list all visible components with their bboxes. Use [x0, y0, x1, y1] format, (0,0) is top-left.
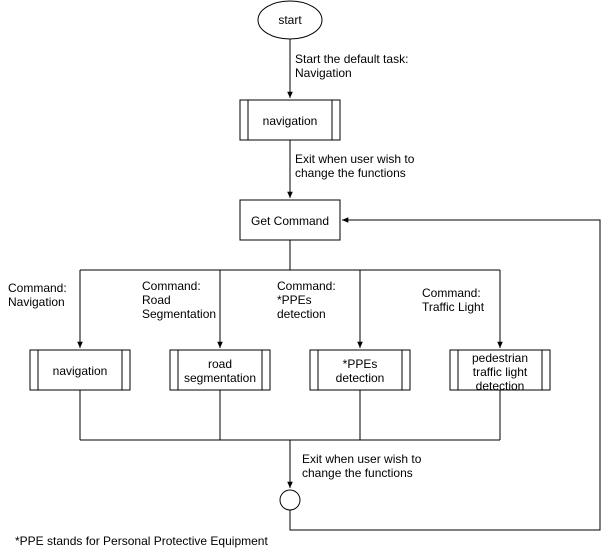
cmd-navigation-line2: Navigation [8, 295, 65, 309]
road-segmentation-node: road segmentation [169, 349, 271, 391]
road-segmentation-label-line2: segmentation [184, 371, 256, 385]
pedestrian-detection-label-line1: pedestrian [472, 351, 528, 365]
cmd-road-line1: Command: [142, 279, 201, 293]
junction-node [279, 489, 301, 511]
edge-label-exit-bottom-line1: Exit when user wish to [302, 452, 422, 466]
pedestrian-detection-node: pedestrian traffic light detection [449, 349, 551, 393]
cmd-ppes-line2: *PPEs [277, 293, 312, 307]
edge-label-exit-top-line2: change the functions [295, 166, 406, 180]
start-label: start [278, 13, 302, 27]
cmd-navigation-line1: Command: [8, 281, 67, 295]
start-node: start [257, 0, 323, 40]
cmd-traffic-line2: Traffic Light [422, 300, 485, 314]
get-command-label: Get Command [251, 214, 329, 228]
road-segmentation-label-line1: road [208, 357, 232, 371]
navigation-label: navigation [53, 364, 108, 378]
cmd-road-line3: Segmentation [142, 307, 216, 321]
edge-loop-back-to-get-command [289, 217, 601, 531]
pedestrian-detection-label-line2: traffic light [473, 365, 528, 379]
get-command-node: Get Command [239, 199, 341, 241]
navigation-top-label: navigation [263, 114, 318, 128]
navigation-top-node: navigation [239, 99, 341, 141]
edge-label-exit-bottom-line2: change the functions [302, 466, 413, 480]
navigation-node: navigation [29, 349, 131, 391]
footnote: *PPE stands for Personal Protective Equi… [15, 534, 268, 548]
ppes-detection-node: *PPEs detection [309, 349, 411, 391]
cmd-traffic-line1: Command: [422, 286, 481, 300]
pedestrian-detection-label-line3: detection [476, 379, 525, 393]
cmd-road-line2: Road [142, 293, 171, 307]
cmd-ppes-line3: detection [277, 307, 326, 321]
edge-label-start-task-line1: Start the default task: [295, 52, 408, 66]
ppes-detection-label-line1: *PPEs [343, 357, 378, 371]
edge-label-exit-top-line1: Exit when user wish to [295, 152, 415, 166]
edge-label-start-task-line2: Navigation [295, 66, 352, 80]
cmd-ppes-line1: Command: [277, 279, 336, 293]
ppes-detection-label-line2: detection [336, 371, 385, 385]
